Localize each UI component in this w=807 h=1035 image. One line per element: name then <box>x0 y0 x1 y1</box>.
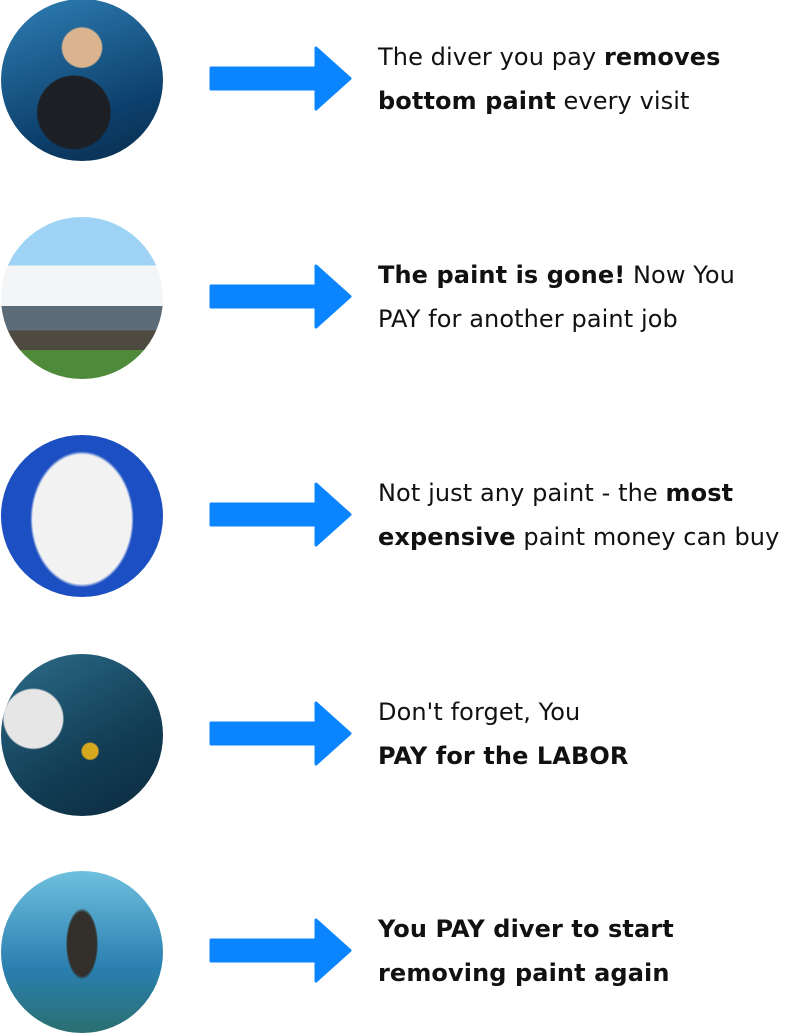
diver-underwater-icon <box>1 871 163 1033</box>
bold-text: PAY for the LABOR <box>378 742 629 770</box>
paint-can-icon <box>1 435 163 597</box>
arrow-right-icon <box>209 918 352 983</box>
text-line: PAY for another paint job <box>378 297 735 341</box>
bold-text: You PAY diver to start <box>378 915 674 943</box>
step-text: You PAY diver to start removing paint aga… <box>378 907 674 995</box>
text-line: PAY for the LABOR <box>378 734 628 778</box>
text-segment: The diver you pay <box>378 43 604 71</box>
bold-text: bottom paint <box>378 87 556 115</box>
text-line: removing paint again <box>378 951 674 995</box>
diver-shaka-icon <box>1 0 163 161</box>
text-line: Not just any paint - the most <box>378 471 779 515</box>
arrow-right-icon <box>209 46 352 111</box>
text-segment: Not just any paint - the <box>378 479 666 507</box>
painter-spraying-icon <box>1 654 163 816</box>
cycle-step: You PAY diver to start removing paint aga… <box>0 869 807 1035</box>
text-line: You PAY diver to start <box>378 907 674 951</box>
text-line: Don't forget, You <box>378 690 628 734</box>
text-line: The diver you pay removes <box>378 35 720 79</box>
bold-text: The paint is gone! <box>378 261 626 289</box>
text-segment: paint money can buy <box>515 523 780 551</box>
text-line: expensive paint money can buy <box>378 515 779 559</box>
bold-text: expensive <box>378 523 516 551</box>
text-segment: PAY for another paint job <box>378 305 678 333</box>
text-segment: every visit <box>555 87 690 115</box>
bold-text: removes <box>603 43 721 71</box>
boat-lift-icon <box>1 217 163 379</box>
bold-text: most <box>665 479 734 507</box>
bold-text: removing paint again <box>378 959 670 987</box>
text-segment: Don't forget, You <box>378 698 581 726</box>
arrow-right-icon <box>209 482 352 547</box>
text-line: The paint is gone! Now You <box>378 253 735 297</box>
text-line: bottom paint every visit <box>378 79 720 123</box>
arrow-right-icon <box>209 701 352 766</box>
arrow-right-icon <box>209 264 352 329</box>
text-segment: Now You <box>625 261 735 289</box>
